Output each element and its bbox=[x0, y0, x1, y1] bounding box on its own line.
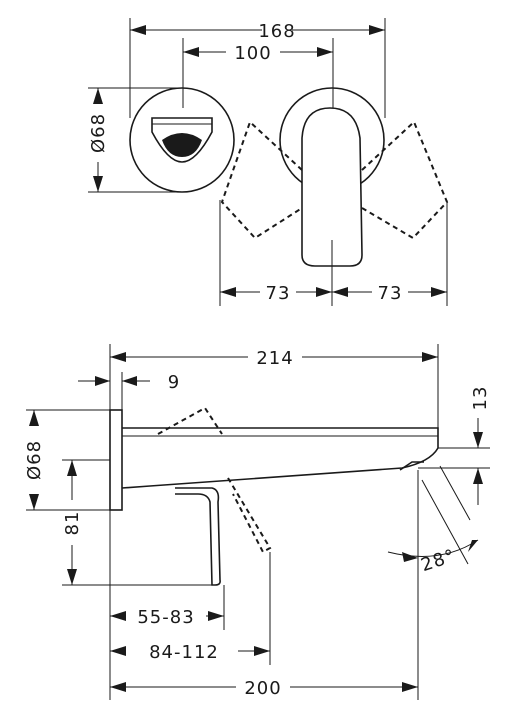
dimension-jet-angle: 28° bbox=[418, 545, 458, 576]
dimension-center-distance: 100 bbox=[234, 43, 271, 64]
dimension-overall-length: 200 bbox=[244, 678, 281, 699]
dimension-lever-height: 81 bbox=[62, 511, 83, 536]
dimension-overall-width: 168 bbox=[258, 21, 295, 42]
dimension-rosette-diameter-side: Ø68 bbox=[24, 440, 45, 480]
wall-rosette bbox=[109, 409, 123, 511]
lever-lowered-position bbox=[227, 477, 272, 554]
lever-raised-position bbox=[157, 406, 223, 435]
dimension-rosette-diameter-top: Ø68 bbox=[88, 113, 109, 153]
aerator-outline bbox=[151, 117, 213, 163]
spout-outlet bbox=[399, 461, 424, 471]
dimension-spout-projection: 214 bbox=[256, 348, 293, 369]
top-view: 168 100 Ø68 73 bbox=[88, 18, 449, 306]
lever-body bbox=[175, 487, 221, 586]
lever-swing-left bbox=[220, 120, 303, 240]
mixer-lever bbox=[301, 107, 363, 267]
dimension-swing-left: 73 bbox=[266, 283, 291, 304]
dimension-rosette-depth: 9 bbox=[168, 372, 180, 393]
dimension-swing-right: 73 bbox=[378, 283, 403, 304]
aerator-shading bbox=[162, 133, 202, 157]
lever-swing-right bbox=[361, 120, 449, 240]
dimension-wall-range-long: 84-112 bbox=[149, 642, 219, 663]
dimension-spout-height: 13 bbox=[470, 386, 491, 411]
side-view: 214 9 Ø68 13 bbox=[24, 344, 491, 700]
spout-body bbox=[121, 427, 439, 489]
dimension-wall-range-short: 55-83 bbox=[137, 607, 194, 628]
